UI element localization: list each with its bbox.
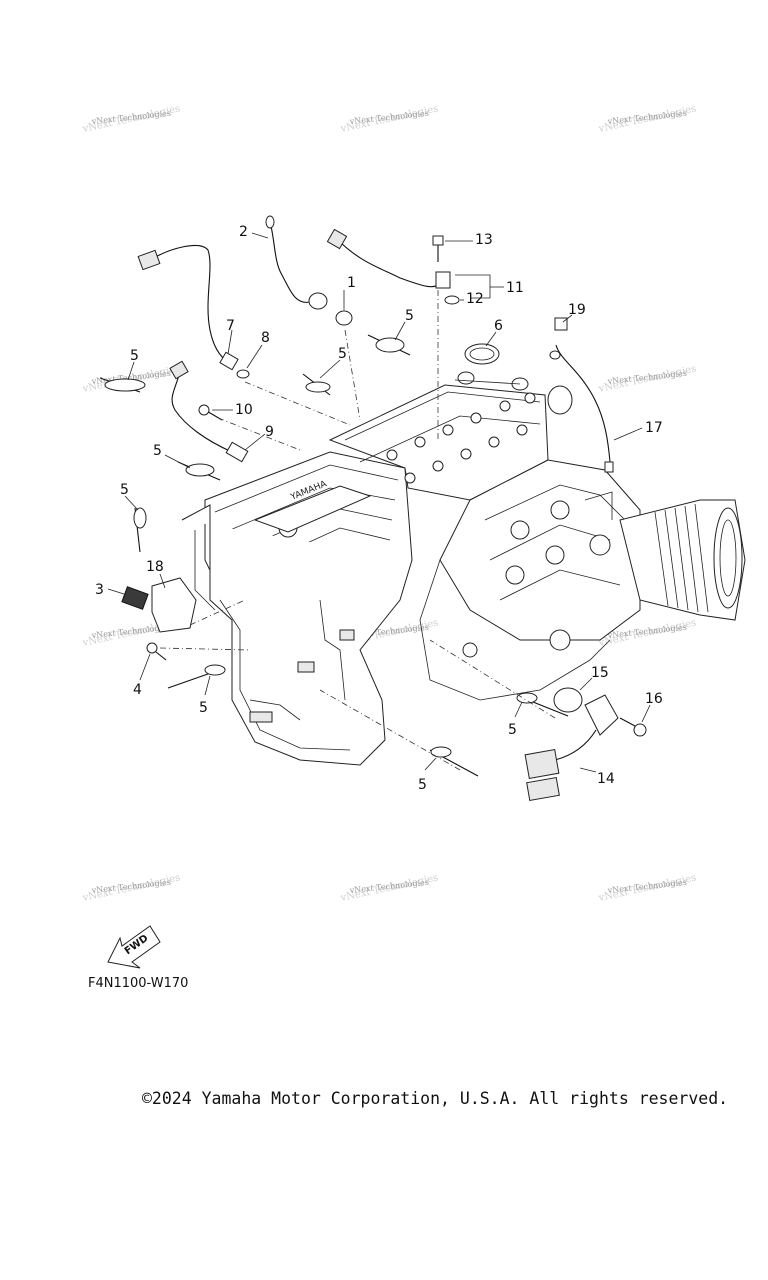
callout-7: 7 xyxy=(226,318,235,334)
assembly-leaders xyxy=(159,290,556,771)
callout-1: 1 xyxy=(347,275,356,291)
callout-11: 11 xyxy=(506,280,524,296)
callout-18: 18 xyxy=(146,559,164,575)
callout-3: 3 xyxy=(95,582,104,598)
callout-12: 12 xyxy=(466,291,484,307)
callout-5g: 5 xyxy=(508,722,517,738)
callout-6: 6 xyxy=(494,318,503,334)
callout-10: 10 xyxy=(235,402,253,418)
callout-5f: 5 xyxy=(199,700,208,716)
parts xyxy=(99,215,647,802)
callout-9: 9 xyxy=(265,424,274,440)
callout-14: 14 xyxy=(597,771,615,787)
callout-5d: 5 xyxy=(153,443,162,459)
copyright-notice: ©2024 Yamaha Motor Corporation, U.S.A. A… xyxy=(142,1089,729,1108)
forward-arrow-icon: FWD xyxy=(107,925,161,969)
callout-5c: 5 xyxy=(405,308,414,324)
callouts: 1 2 3 4 5 5 5 5 5 5 5 5 6 7 8 9 10 11 xyxy=(95,224,663,793)
callout-13: 13 xyxy=(475,232,493,248)
callout-15: 15 xyxy=(591,665,609,681)
callout-5a: 5 xyxy=(130,348,139,364)
callout-4: 4 xyxy=(133,682,142,698)
callout-19: 19 xyxy=(568,302,586,318)
callout-5e: 5 xyxy=(120,482,129,498)
head-bolts xyxy=(386,392,536,484)
callout-17: 17 xyxy=(645,420,663,436)
callout-2: 2 xyxy=(239,224,248,240)
callout-8: 8 xyxy=(261,330,270,346)
callout-5b: 5 xyxy=(338,346,347,362)
callout-5h: 5 xyxy=(418,777,427,793)
callout-16: 16 xyxy=(645,691,663,707)
diagram-code: F4N1100-W170 xyxy=(88,976,189,991)
engine-assembly: YAMAHA xyxy=(181,371,746,766)
cable-ties xyxy=(99,334,569,777)
